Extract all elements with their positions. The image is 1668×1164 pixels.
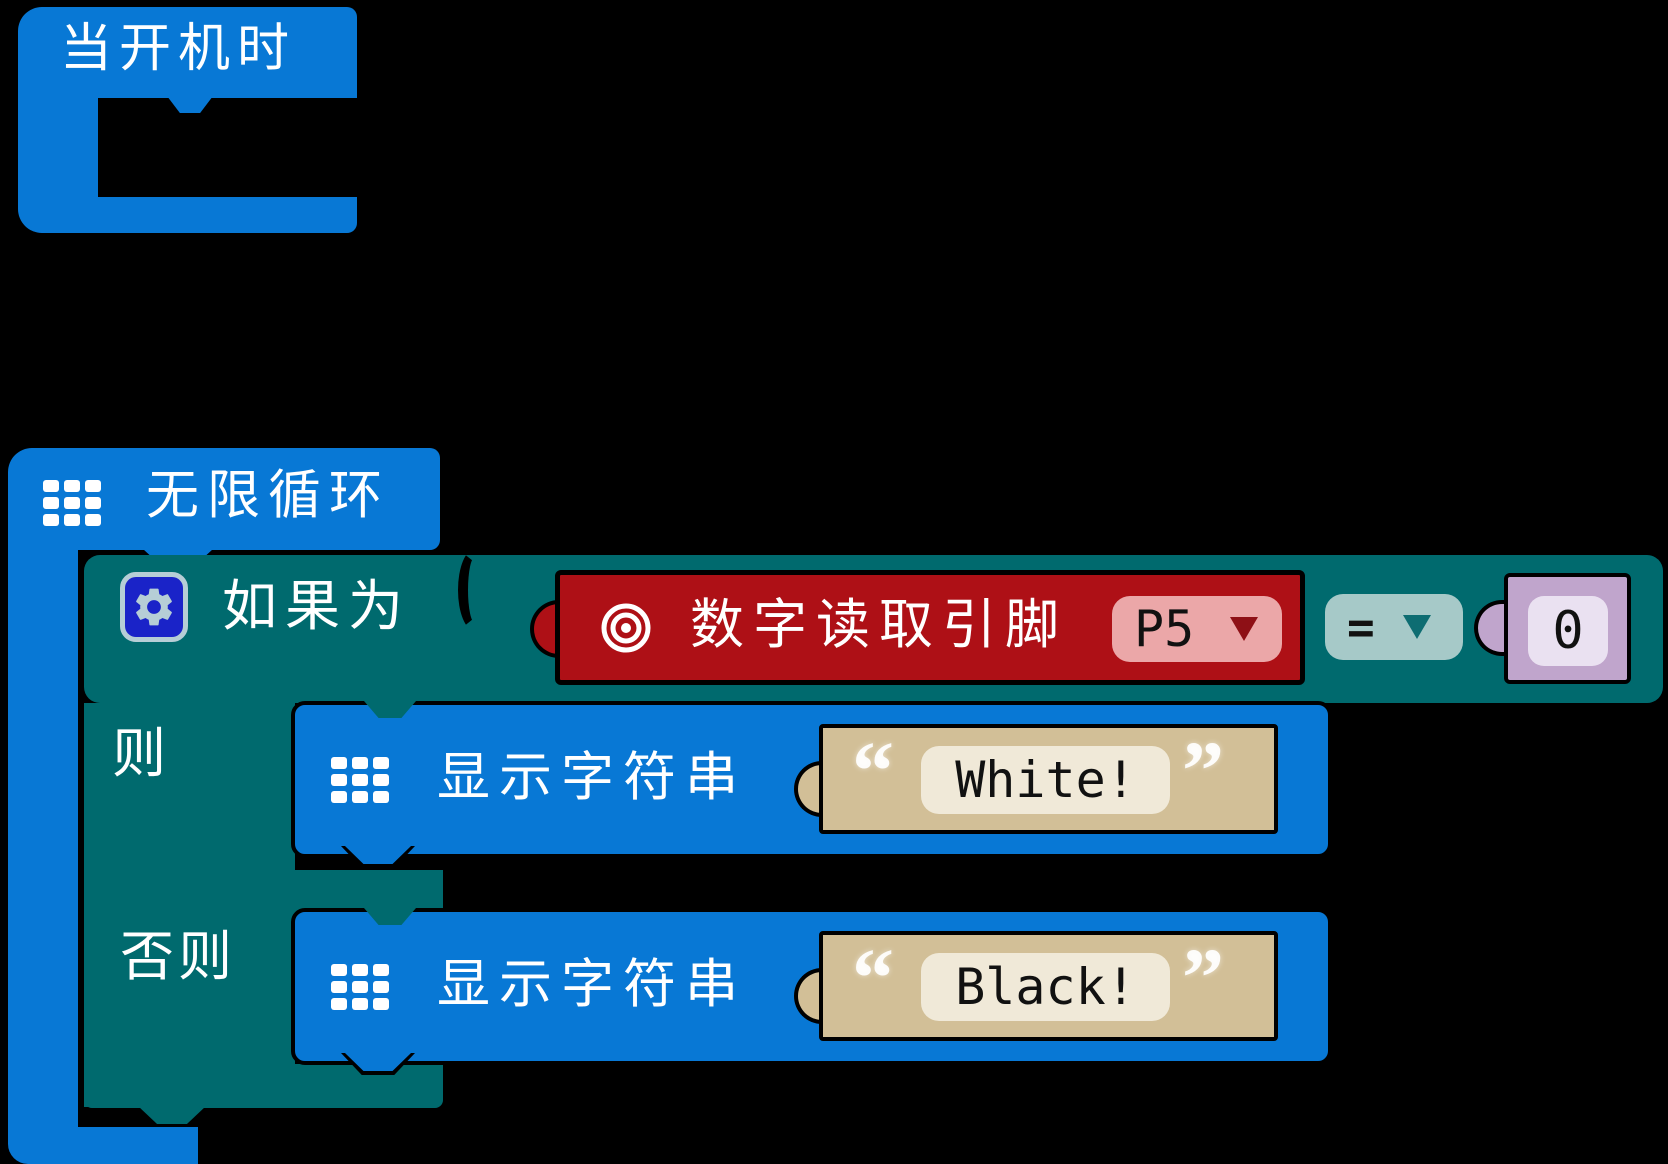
statement-notch-icon bbox=[364, 701, 416, 718]
condition-socket-icon bbox=[458, 549, 492, 631]
statement-tab-icon bbox=[345, 846, 411, 864]
number-value: 0 bbox=[1552, 601, 1584, 661]
forever-header[interactable] bbox=[8, 448, 440, 550]
if-else-band bbox=[84, 870, 443, 914]
on-start-inner-notch-icon bbox=[167, 96, 213, 113]
open-quote-icon: “ bbox=[852, 725, 894, 818]
on-start-label: 当开机时 bbox=[60, 21, 297, 78]
else-label: 否则 bbox=[120, 927, 236, 987]
if-bottom-tab-icon bbox=[138, 1106, 206, 1124]
then-label: 则 bbox=[112, 724, 166, 784]
digital-read-pin-block[interactable]: 数字读取引脚 P5 bbox=[528, 570, 1305, 685]
number-value-block[interactable]: 0 bbox=[1474, 573, 1631, 684]
grid-icon bbox=[331, 757, 389, 803]
forever-bottom-arm bbox=[8, 1127, 198, 1164]
string-value-block[interactable]: “ Black! ” bbox=[790, 931, 1282, 1045]
on-start-spine bbox=[18, 98, 98, 197]
number-block-ear-icon bbox=[1474, 600, 1508, 656]
digital-read-label: 数字读取引脚 bbox=[690, 595, 1068, 655]
string-field[interactable]: White! bbox=[921, 746, 1170, 814]
pin-dropdown[interactable]: P5 bbox=[1112, 596, 1282, 662]
on-start-bottom-arm bbox=[18, 197, 357, 233]
chevron-down-icon bbox=[1230, 617, 1259, 641]
forever-spine bbox=[8, 550, 78, 1127]
string-field[interactable]: Black! bbox=[921, 953, 1170, 1021]
grid-icon bbox=[43, 480, 101, 526]
string-value: Black! bbox=[955, 958, 1136, 1016]
show-string-label: 显示字符串 bbox=[437, 956, 747, 1014]
show-string-label: 显示字符串 bbox=[437, 749, 747, 807]
statement-notch-icon bbox=[364, 908, 416, 925]
if-label: 如果为 bbox=[222, 576, 412, 637]
on-start-header[interactable] bbox=[18, 7, 357, 98]
show-string-then-block[interactable]: 显示字符串 “ White! ” bbox=[291, 701, 1332, 868]
string-value-block[interactable]: “ White! ” bbox=[790, 724, 1282, 838]
operator-value: = bbox=[1347, 600, 1375, 654]
bullseye-icon bbox=[601, 603, 651, 653]
number-field[interactable]: 0 bbox=[1528, 596, 1608, 666]
open-quote-icon: “ bbox=[852, 932, 894, 1025]
statement-tab-icon bbox=[345, 1053, 411, 1071]
gear-icon[interactable] bbox=[120, 572, 188, 642]
show-string-else-block[interactable]: 显示字符串 “ Black! ” bbox=[291, 908, 1332, 1075]
chevron-down-icon bbox=[1402, 615, 1431, 639]
pin-value: P5 bbox=[1134, 600, 1195, 658]
operator-dropdown[interactable]: = bbox=[1325, 594, 1463, 660]
string-value: White! bbox=[955, 751, 1136, 809]
close-quote-icon: ” bbox=[1182, 932, 1224, 1025]
grid-icon bbox=[331, 964, 389, 1010]
forever-label: 无限循环 bbox=[146, 467, 390, 525]
close-quote-icon: ” bbox=[1182, 725, 1224, 818]
